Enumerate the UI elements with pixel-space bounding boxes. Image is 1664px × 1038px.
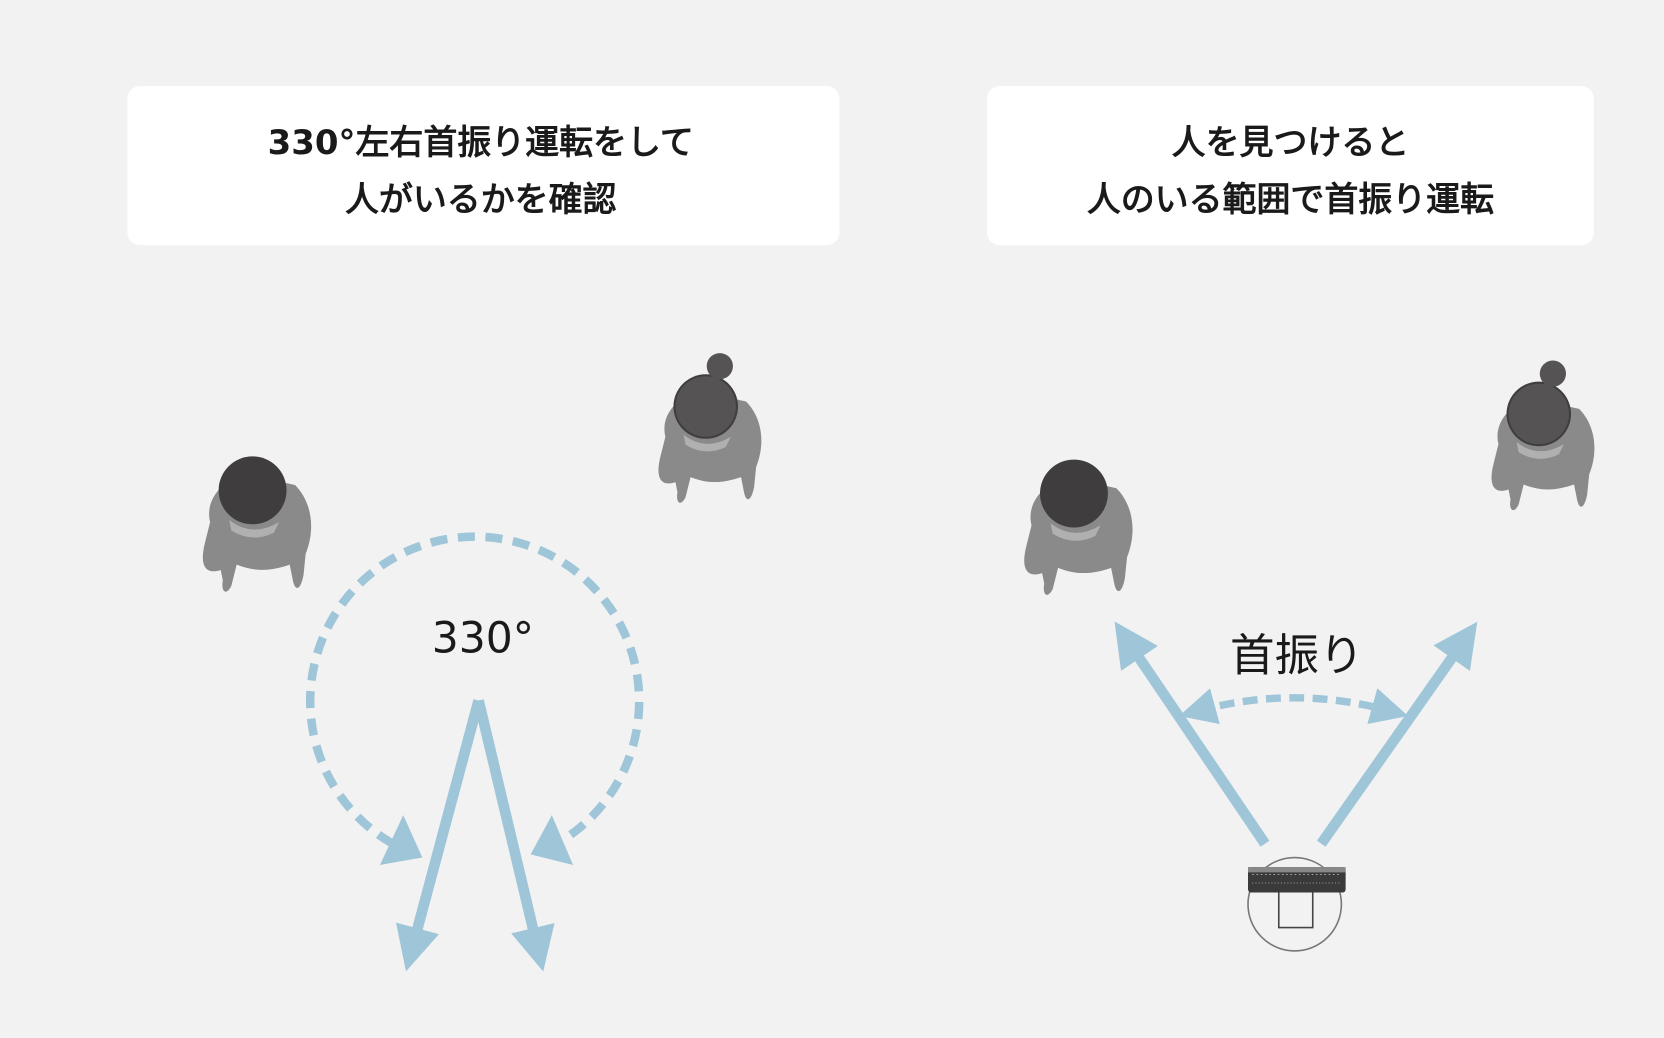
right-caption-line2: 人のいる範囲で首振り運転: [1087, 180, 1494, 220]
left-caption-box: [127, 86, 840, 246]
swing-arrow-left: [1114, 621, 1270, 847]
person-icon: [658, 353, 761, 503]
person-icon: [1492, 361, 1595, 511]
arc-arrowhead-right: [530, 815, 574, 865]
right-caption-box: [986, 86, 1594, 246]
person-icon: [202, 456, 312, 592]
swing-arc-dashed: [1179, 688, 1409, 725]
left-caption-line1: 330°左右首振り運転をして: [268, 123, 694, 163]
arc-arrowhead-left: [379, 815, 423, 865]
fan-icon: [1247, 856, 1346, 952]
direction-arrow-right: [473, 699, 555, 972]
left-panel: 330°左右首振り運転をして 人がいるかを確認 330°: [127, 86, 840, 972]
swing-label: 首振り: [1230, 630, 1364, 682]
swing-arrow-right: [1316, 621, 1478, 847]
right-caption-line1: 人を見つけると: [1172, 123, 1410, 163]
person-icon: [1024, 459, 1133, 595]
angle-label: 330°: [432, 615, 534, 664]
right-panel: 人を見つけると 人のいる範囲で首振り運転 首振り: [986, 86, 1595, 952]
rotation-arc-dashed: [305, 532, 644, 848]
direction-arrow-left: [396, 699, 484, 972]
left-caption-line2: 人がいるかを確認: [345, 180, 617, 220]
